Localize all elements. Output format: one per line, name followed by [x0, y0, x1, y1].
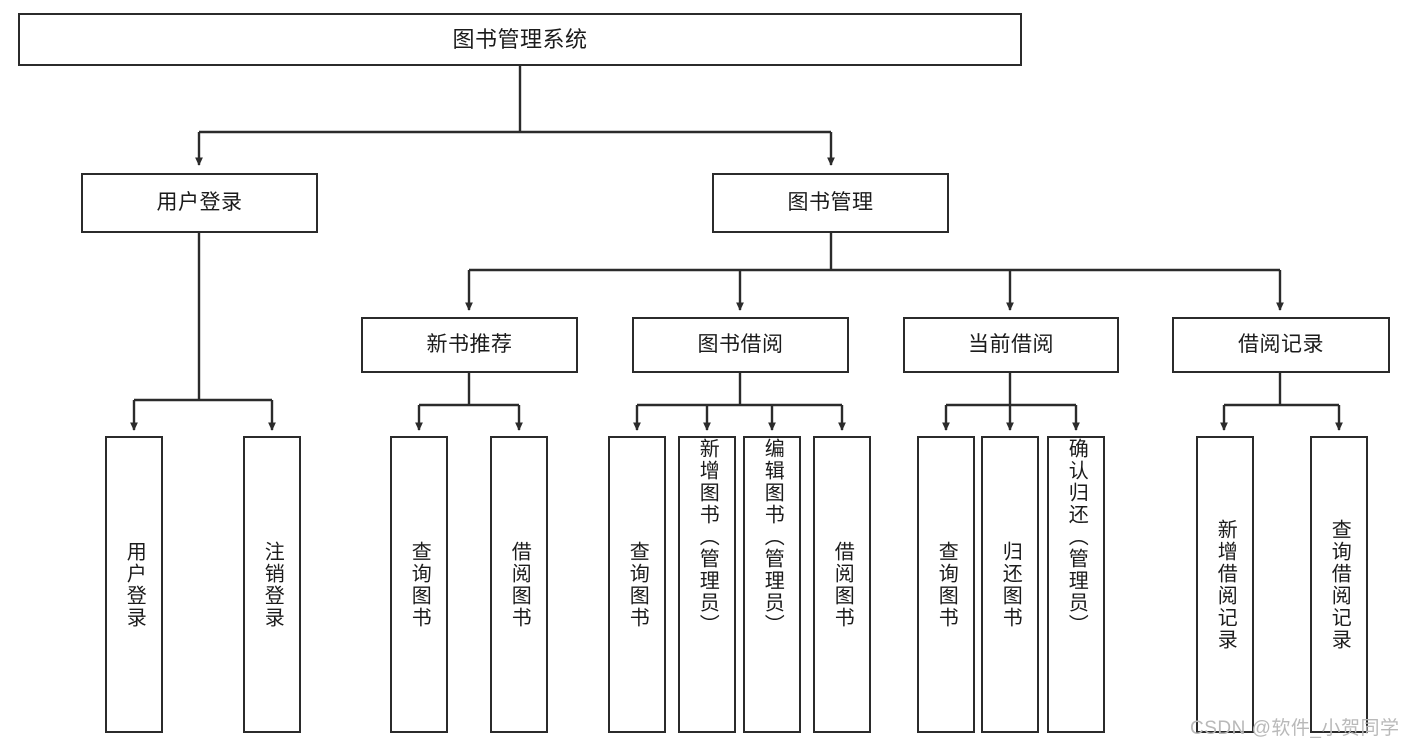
node-leaf-add-record-label: 新增借阅记录 — [1214, 518, 1237, 651]
node-root[interactable]: 图书管理系统 — [18, 13, 1022, 66]
node-book-borrow-label: 图书借阅 — [697, 332, 784, 356]
node-leaf-user-logout-label: 注销登录 — [261, 540, 284, 629]
node-leaf-query-book-2[interactable]: 查询图书 — [608, 436, 666, 733]
node-book-manage-label: 图书管理 — [787, 190, 874, 214]
node-leaf-query-book-2-label: 查询图书 — [626, 540, 649, 629]
node-current-borrow[interactable]: 当前借阅 — [903, 317, 1119, 373]
node-leaf-borrow-book-1[interactable]: 借阅图书 — [490, 436, 548, 733]
node-leaf-query-book-3[interactable]: 查询图书 — [917, 436, 975, 733]
node-leaf-add-record[interactable]: 新增借阅记录 — [1196, 436, 1254, 733]
node-new-book-recommend[interactable]: 新书推荐 — [361, 317, 578, 373]
node-leaf-user-login-label: 用户登录 — [123, 540, 146, 629]
watermark-text: CSDN @软件_小贺同学 — [1190, 718, 1400, 739]
node-borrow-record-label: 借阅记录 — [1238, 332, 1324, 356]
node-leaf-confirm-return-label: 确认归还（管理员） — [1065, 438, 1088, 636]
node-leaf-return-book-label: 归还图书 — [999, 540, 1022, 629]
node-leaf-borrow-book-2-label: 借阅图书 — [831, 540, 854, 629]
node-new-book-recommend-label: 新书推荐 — [426, 332, 513, 356]
node-leaf-query-record[interactable]: 查询借阅记录 — [1310, 436, 1368, 733]
node-leaf-edit-book[interactable]: 编辑图书（管理员） — [743, 436, 801, 733]
node-leaf-confirm-return[interactable]: 确认归还（管理员） — [1047, 436, 1105, 733]
node-leaf-add-book[interactable]: 新增图书（管理员） — [678, 436, 736, 733]
node-user-login-label: 用户登录 — [156, 190, 243, 214]
node-borrow-record[interactable]: 借阅记录 — [1172, 317, 1390, 373]
node-leaf-query-record-label: 查询借阅记录 — [1328, 518, 1351, 651]
node-leaf-user-logout[interactable]: 注销登录 — [243, 436, 301, 733]
node-user-login[interactable]: 用户登录 — [81, 173, 318, 233]
node-book-manage[interactable]: 图书管理 — [712, 173, 949, 233]
node-leaf-edit-book-label: 编辑图书（管理员） — [761, 438, 784, 636]
node-leaf-query-book-1[interactable]: 查询图书 — [390, 436, 448, 733]
node-leaf-query-book-1-label: 查询图书 — [408, 540, 431, 629]
node-leaf-borrow-book-2[interactable]: 借阅图书 — [813, 436, 871, 733]
node-book-borrow[interactable]: 图书借阅 — [632, 317, 849, 373]
node-root-label: 图书管理系统 — [452, 26, 588, 52]
node-leaf-borrow-book-1-label: 借阅图书 — [508, 540, 531, 629]
node-current-borrow-label: 当前借阅 — [968, 332, 1054, 356]
node-leaf-user-login[interactable]: 用户登录 — [105, 436, 163, 733]
node-leaf-add-book-label: 新增图书（管理员） — [696, 438, 719, 636]
node-leaf-query-book-3-label: 查询图书 — [935, 540, 958, 629]
node-leaf-return-book[interactable]: 归还图书 — [981, 436, 1039, 733]
